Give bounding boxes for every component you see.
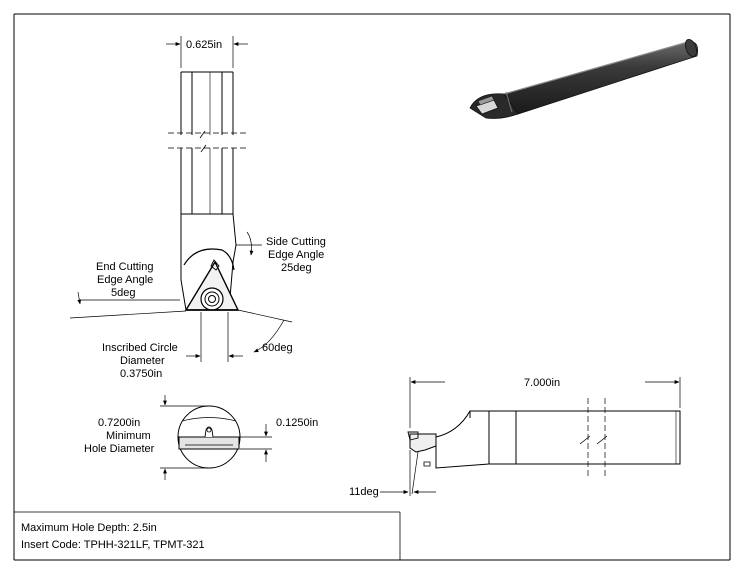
end-angle-line-1: End Cutting	[96, 261, 153, 273]
dim-side-cutting-angle	[236, 231, 262, 256]
overall-length-label: 7.000in	[524, 377, 560, 389]
side-angle-line-1: Side Cutting	[266, 236, 326, 248]
top-view-tool	[168, 71, 246, 311]
max-hole-depth-note: Maximum Hole Depth: 2.5in	[21, 522, 157, 534]
hole-diameter-line-3: Hole Diameter	[84, 443, 155, 455]
shank-width-label: 0.625in	[186, 39, 222, 51]
sheet-border	[13, 13, 731, 561]
side-angle-line-2: Edge Angle	[268, 249, 324, 261]
insert-code-note: Insert Code: TPHH-321LF, TPMT-321	[21, 539, 205, 551]
isometric-tool-render	[469, 38, 698, 119]
clearance-angle-label: 11deg	[349, 486, 379, 498]
dim-overall-length	[409, 377, 681, 428]
dim-tip-offset	[240, 424, 272, 462]
ic-line-3: 0.3750in	[120, 368, 162, 380]
insert-angle-label: 60deg	[262, 342, 293, 354]
dim-clearance-angle	[380, 450, 436, 496]
dim-end-cutting-angle	[69, 291, 187, 319]
end-view-tool	[177, 405, 241, 469]
ic-line-2: Diameter	[120, 355, 165, 367]
hole-diameter-line-2: Minimum	[106, 430, 151, 442]
dim-shank-width	[166, 36, 248, 68]
ic-line-1: Inscribed Circle	[102, 342, 178, 354]
side-angle-line-3: 25deg	[281, 262, 312, 274]
tip-offset-label: 0.1250in	[276, 417, 318, 429]
end-angle-line-3: 5deg	[111, 287, 135, 299]
hole-diameter-line-1: 0.7200in	[98, 417, 140, 429]
dim-inscribed-circle	[186, 312, 243, 362]
dim-hole-diameter	[160, 395, 210, 480]
side-view-tool	[407, 398, 681, 476]
dim-insert-angle	[237, 309, 293, 353]
end-angle-line-2: Edge Angle	[97, 274, 153, 286]
